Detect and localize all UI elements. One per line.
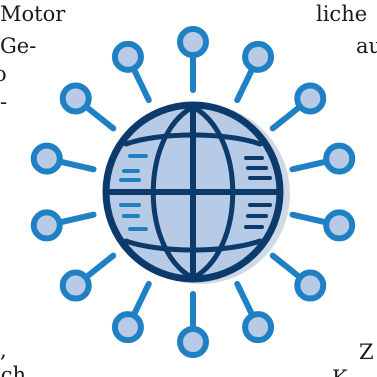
spokes-group	[30, 26, 356, 358]
spoke-line	[59, 159, 97, 173]
globe-meridian-left	[150, 104, 196, 281]
text-fragment-comma: ,	[0, 338, 7, 362]
text-fragment-z: Z	[359, 340, 374, 364]
spoke-node	[323, 142, 356, 175]
text-fragment-k: K	[332, 368, 348, 377]
spoke-node	[30, 142, 63, 175]
spoke-line	[234, 280, 255, 316]
text-fragment-dash: -	[0, 90, 8, 114]
spoke-node	[323, 209, 356, 242]
spoke-node	[59, 269, 92, 302]
spoke-node	[30, 209, 63, 242]
globe-hatch-right	[244, 156, 272, 229]
globe-meridian-right	[190, 104, 236, 281]
text-fragment-liche: liche	[316, 2, 368, 26]
globe-icon	[102, 101, 290, 284]
spoke-node	[111, 311, 144, 344]
spoke-node	[177, 26, 209, 58]
text-fragment-motor: Motor	[0, 2, 66, 26]
globe-latitude-upper	[123, 132, 263, 147]
spoke-node	[294, 82, 327, 115]
spoke-line	[85, 105, 117, 132]
spoke-node	[59, 82, 92, 115]
text-fragment-ich: ich	[0, 363, 27, 377]
spoke-node	[177, 326, 209, 358]
globe-latitude-lower	[123, 238, 263, 253]
text-fragment-ge: Ge-	[0, 34, 37, 58]
spoke-line	[269, 252, 301, 279]
spoke-node	[242, 311, 275, 344]
spoke-line	[289, 159, 327, 173]
spoke-line	[289, 211, 327, 225]
globe-hatch-left	[119, 154, 148, 231]
spoke-node	[242, 40, 275, 73]
spoke-line	[234, 68, 255, 104]
spoke-line	[131, 68, 152, 104]
text-fragment-o: o	[0, 62, 7, 86]
spoke-node	[294, 269, 327, 302]
spoke-line	[59, 211, 97, 225]
text-fragment-au: au	[356, 34, 377, 58]
spoke-line	[131, 280, 152, 316]
spoke-line	[85, 252, 117, 279]
spoke-line	[269, 105, 301, 132]
spoke-node	[111, 40, 144, 73]
